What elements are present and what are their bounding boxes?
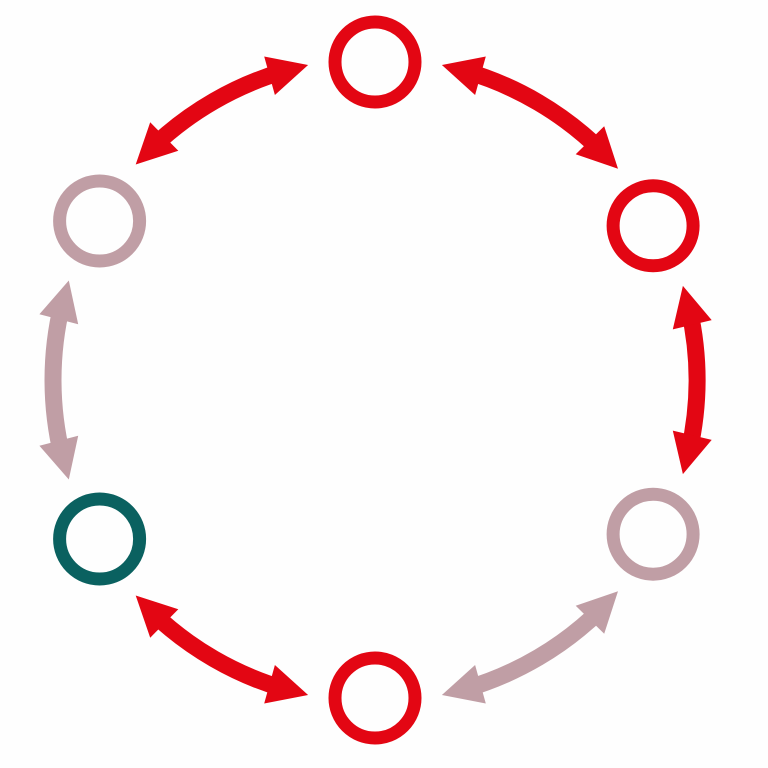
arrow-shaft xyxy=(462,602,608,698)
arrow-head-start xyxy=(39,435,79,480)
arrow-top-to-upper-right xyxy=(441,56,618,169)
arrow-shaft xyxy=(146,606,288,698)
arrow-head-end xyxy=(39,280,79,325)
arrow-head-end xyxy=(135,595,179,638)
arrow-head-end xyxy=(135,122,179,165)
arrow-head-start xyxy=(672,285,712,330)
node-bottom xyxy=(328,651,422,745)
arrow-lower-left-to-upper-left xyxy=(39,280,79,480)
nodes-layer xyxy=(53,15,700,745)
arrow-shaft xyxy=(146,62,288,154)
arrows-layer xyxy=(39,56,712,704)
arrow-head-start xyxy=(441,56,486,95)
arrow-head-end xyxy=(575,126,618,169)
arrow-head-end xyxy=(672,430,712,475)
arrow-head-start xyxy=(264,56,309,95)
arrow-upper-right-to-lower-right xyxy=(672,285,712,475)
arrow-lower-right-to-bottom xyxy=(441,591,618,704)
node-upper-left xyxy=(53,174,147,268)
node-lower-right xyxy=(606,487,700,581)
arrow-shaft xyxy=(680,307,706,453)
arrow-shaft xyxy=(462,62,608,158)
arrow-shaft xyxy=(44,301,71,459)
node-lower-left xyxy=(53,492,147,586)
arrow-top-to-upper-left xyxy=(135,56,309,165)
arrow-bottom-to-lower-left xyxy=(135,595,309,704)
node-top xyxy=(328,15,422,109)
arrow-head-end xyxy=(441,665,486,704)
arrow-head-start xyxy=(575,591,618,634)
node-upper-right xyxy=(606,179,700,273)
arrow-head-start xyxy=(264,665,309,704)
